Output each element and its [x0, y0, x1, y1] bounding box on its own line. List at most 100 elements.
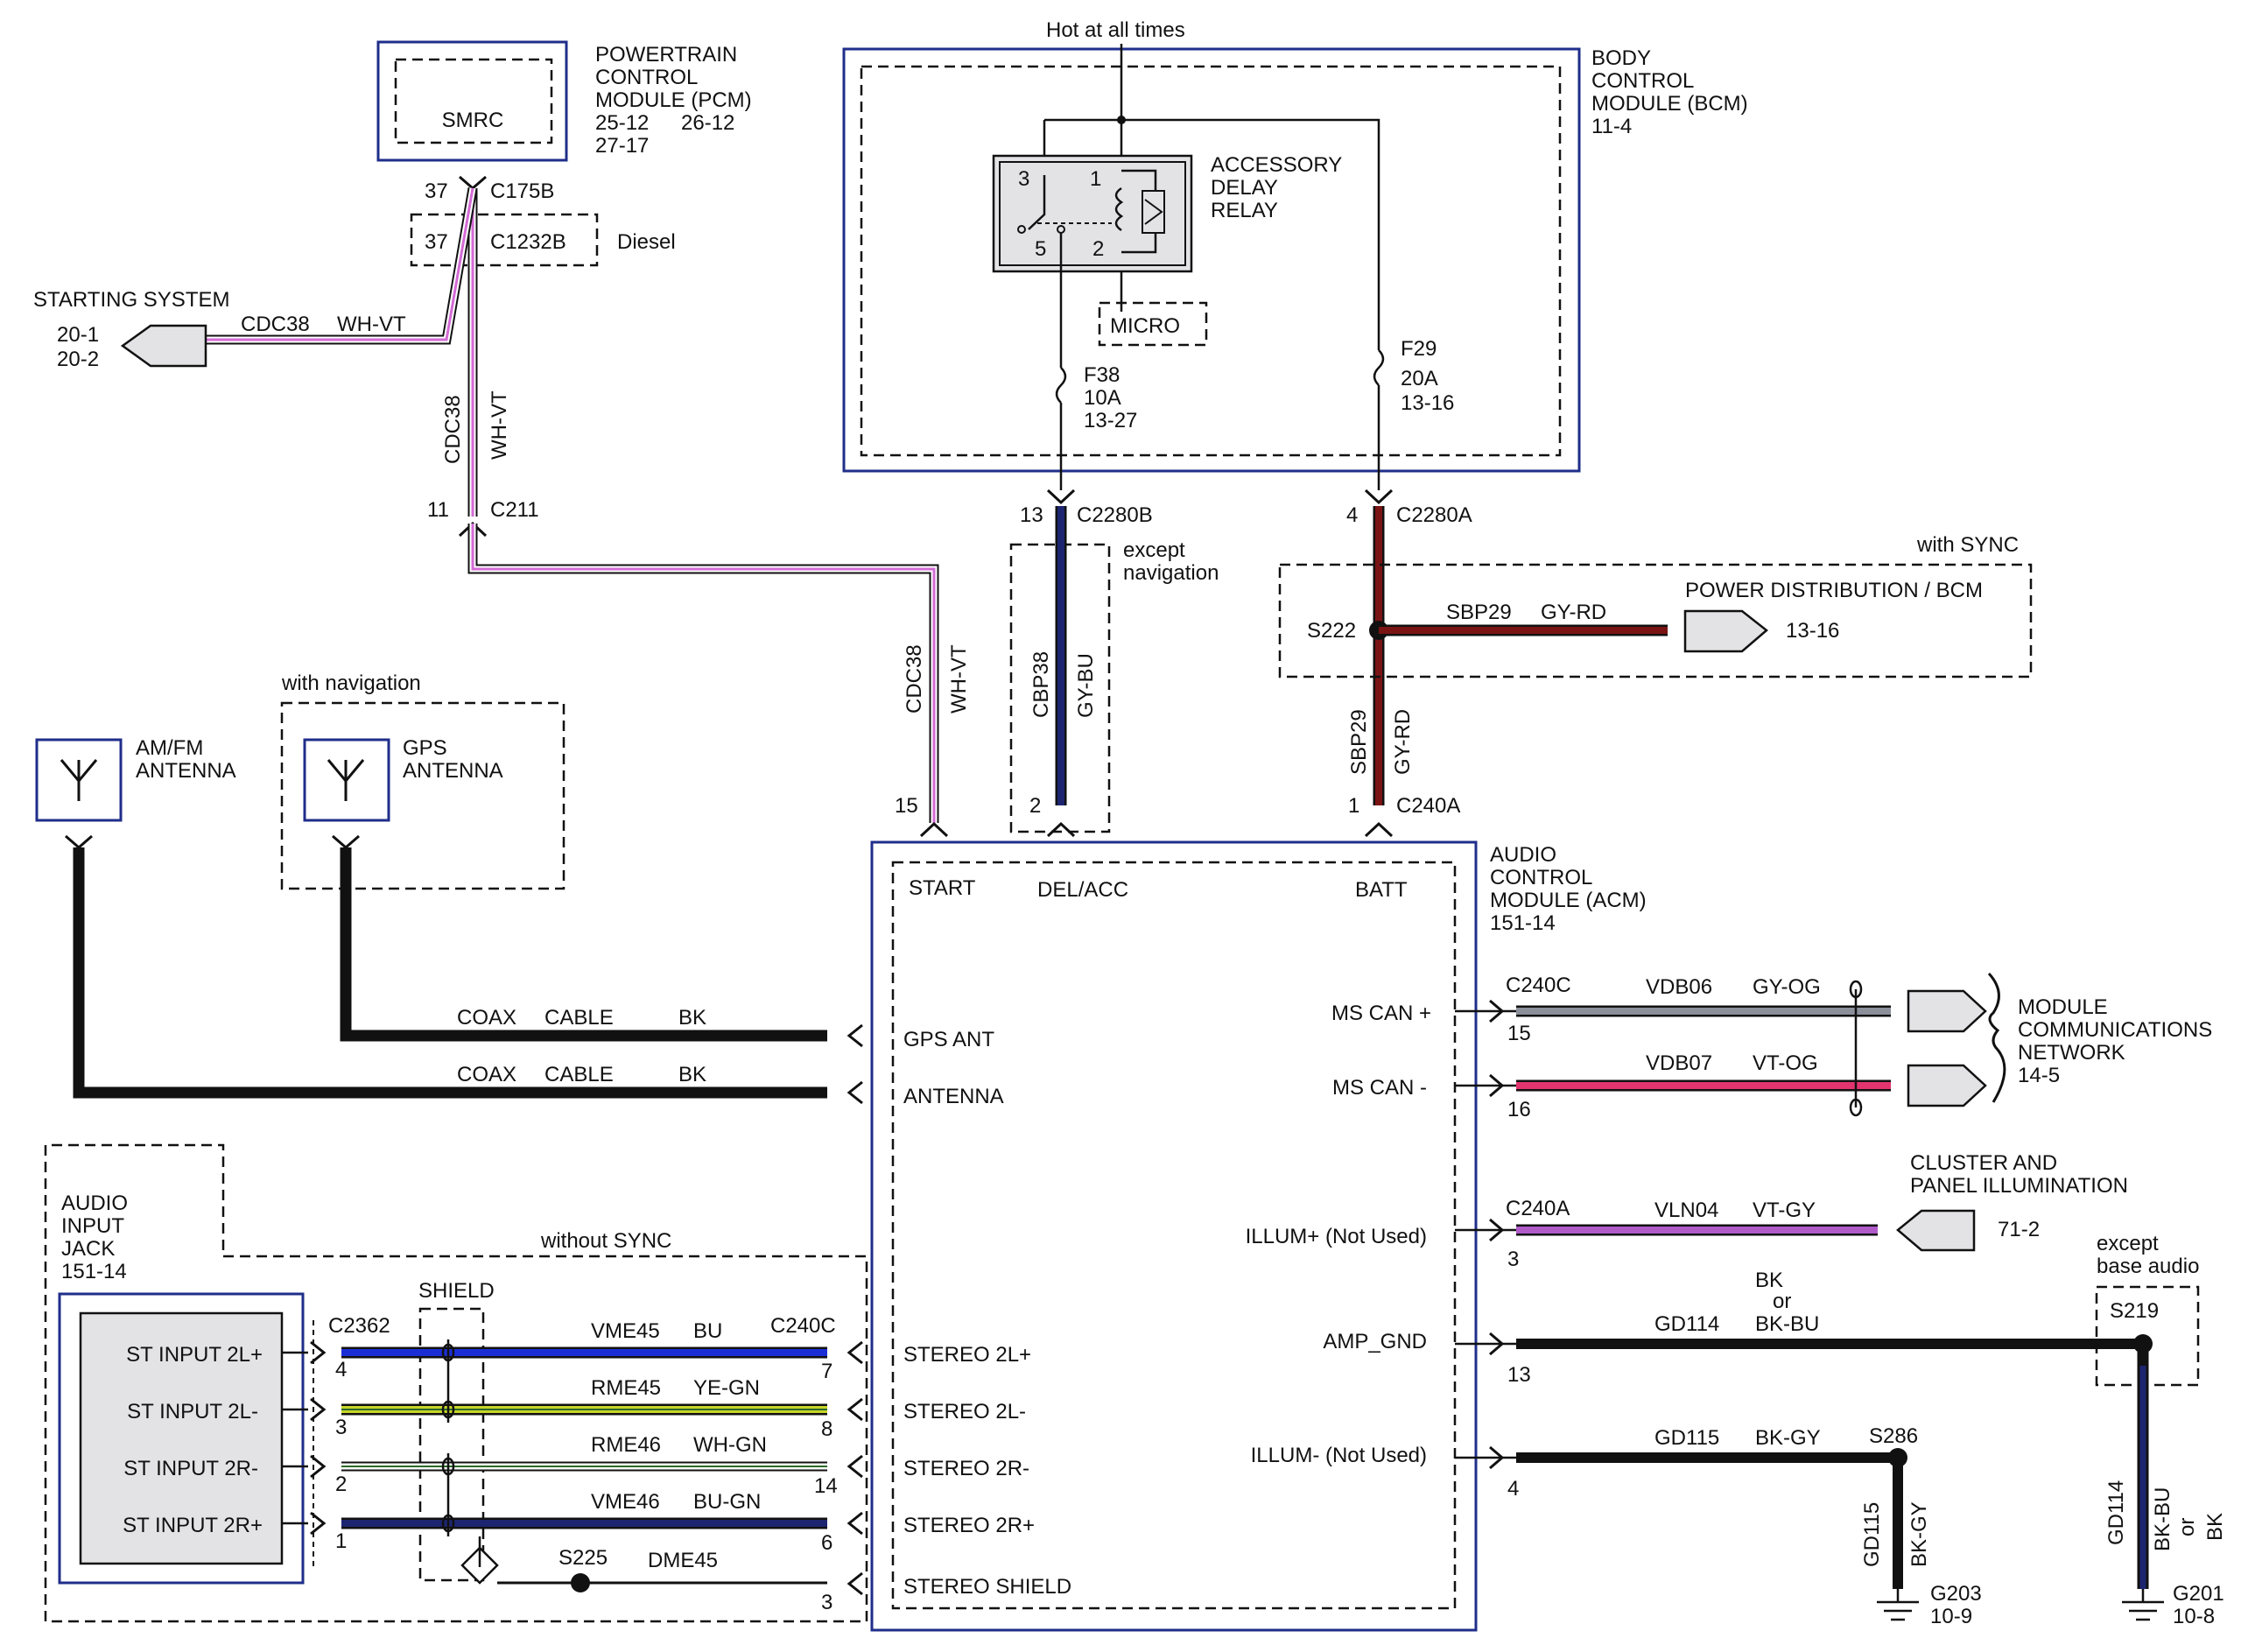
c2280a-conn: C2280A: [1396, 503, 1472, 527]
jack-circuit-1: VME45: [591, 1319, 660, 1343]
illumminus-wire: 4 GD115 BK-GY S286 GD115 BK-GY G203 10-9: [1455, 1424, 1982, 1628]
coax1-b: CABLE: [544, 1006, 614, 1030]
bcm-micro: MICRO: [1110, 314, 1180, 338]
relay-pin-3: 3: [1018, 167, 1029, 191]
fuse-f38-ref: 13-27: [1084, 409, 1137, 432]
pd-ref: 13-16: [1786, 619, 1839, 643]
fuse-f29-ref: 13-16: [1401, 391, 1454, 415]
bcm-label-2: CONTROL: [1591, 69, 1694, 93]
acm-label-1: AUDIO: [1490, 843, 1556, 867]
pcm-label-2: CONTROL: [595, 66, 698, 89]
wire-cdc38-start: CDC38 WH-VT 15: [467, 524, 971, 838]
mscan-circuit-1: VDB06: [1646, 975, 1712, 999]
mscan-connector-icon-1: [1907, 989, 1987, 1033]
illumminus-color: BK-GY: [1755, 1426, 1821, 1450]
acm-pin-shield: STEREO SHIELD: [903, 1575, 1071, 1599]
sync-color: GY-RD: [1541, 601, 1606, 624]
acm-pin-stereo2rm: STEREO 2R-: [903, 1457, 1029, 1480]
starting-circuit: CDC38: [241, 313, 310, 336]
illum-ref: 71-2: [1998, 1218, 2040, 1241]
jack-color-4: BU-GN: [693, 1490, 761, 1514]
pcm-pin-37a: 37: [425, 179, 448, 203]
jack-input-2rp: ST INPUT 2R+: [123, 1514, 263, 1537]
jack-input-2rm: ST INPUT 2R-: [123, 1457, 258, 1480]
gd114-vcolor-3: BK: [2203, 1513, 2227, 1541]
ampgnd-wire: 13 GD114 BK or BK-BU except base audio S…: [1455, 1232, 2227, 1628]
ampgnd-circuit: GD114: [1654, 1312, 1719, 1336]
without-sync-label: without SYNC: [540, 1229, 671, 1253]
pcm-ref-2: 26-12: [681, 111, 734, 135]
relay-pin-2: 2: [1092, 237, 1104, 261]
acm-pin-mscanm: MS CAN -: [1332, 1076, 1427, 1100]
acm-pin-illumm: ILLUM- (Not Used): [1251, 1444, 1427, 1467]
mscan-pin-15: 15: [1507, 1022, 1531, 1045]
amfm-label-1: AM/FM: [136, 736, 203, 760]
jack-rpin-14: 14: [814, 1474, 838, 1498]
mcn-label-2: COMMUNICATIONS: [2018, 1018, 2212, 1042]
mscan-brace: [1987, 972, 2006, 1103]
ampgnd-note-1: except: [2097, 1232, 2159, 1255]
fuse-f38-amp: 10A: [1084, 386, 1121, 410]
c2280a-pin: 4: [1346, 503, 1358, 527]
g203-ref: 10-9: [1930, 1605, 1972, 1628]
gd114-vcolor-2: or: [2175, 1518, 2199, 1536]
jack-lpin-1: 1: [335, 1529, 347, 1553]
illum-dest-1: CLUSTER AND: [1910, 1151, 2057, 1175]
fuse-f29-name: F29: [1401, 337, 1437, 361]
starting-connector-icon: [120, 324, 207, 368]
amfm-antenna: AM/FM ANTENNA: [35, 736, 827, 1099]
gps-label-1: GPS: [403, 736, 447, 760]
cbp38-circuit: CBP38: [1029, 651, 1053, 718]
bcm-label-1: BODY: [1591, 46, 1651, 70]
g201-label: G201: [2173, 1582, 2224, 1606]
splice-s225: [571, 1573, 590, 1592]
fuse-f29-amp: 20A: [1401, 367, 1438, 390]
acm-pin-gpsant: GPS ANT: [903, 1028, 994, 1051]
pcm-conn-c1232b: C1232B: [490, 230, 566, 254]
illumminus-circuit: GD115: [1654, 1426, 1719, 1450]
jack-rpin-7: 7: [821, 1360, 832, 1383]
illum-dest-2: PANEL ILLUMINATION: [1910, 1174, 2128, 1198]
acm-pin-stereo2lm: STEREO 2L-: [903, 1400, 1026, 1424]
c2280b-pin: 13: [1020, 503, 1043, 527]
coax2-b: CABLE: [544, 1063, 614, 1086]
ampgnd-color-3: BK-BU: [1755, 1312, 1819, 1336]
acm-label-2: CONTROL: [1490, 866, 1592, 889]
c2280b-note-1: except: [1123, 538, 1185, 562]
start-color: WH-VT: [947, 644, 971, 714]
acm-pin-batt: BATT: [1355, 878, 1408, 902]
acm-pin-mscanp: MS CAN +: [1331, 1002, 1431, 1025]
jack-conn-right: C240C: [770, 1314, 836, 1338]
bcm-label-4: 11-4: [1591, 115, 1632, 138]
fuse-f38-name: F38: [1084, 363, 1120, 387]
c211-connector: 11 C211: [427, 498, 539, 538]
audio-input-jack: without SYNC AUDIO INPUT JACK 151-14 ST …: [44, 1143, 868, 1623]
illumminus-pin: 4: [1507, 1477, 1519, 1501]
c211-conn: C211: [490, 498, 539, 522]
acm-label-4: 151-14: [1490, 911, 1556, 935]
acm-label-3: MODULE (ACM): [1490, 889, 1647, 912]
pcm-inner-label: SMRC: [442, 109, 504, 132]
drain-pin: 3: [821, 1591, 832, 1614]
pcm-ref-1: 25-12: [595, 111, 649, 135]
illum-wire: C240A 3 VLN04 VT-GY CLUSTER AND PANEL IL…: [1455, 1151, 2128, 1271]
jack-color-1: BU: [693, 1319, 722, 1343]
gps-antenna: with navigation GPS ANTENNA: [280, 671, 827, 1042]
cbp38-color: GY-BU: [1074, 653, 1098, 718]
mscan-connector-icon-2: [1907, 1064, 1987, 1107]
illum-pin: 3: [1507, 1248, 1519, 1271]
s222-label: S222: [1307, 619, 1356, 643]
jack-lpin-3: 3: [335, 1416, 347, 1439]
ground-g203-icon: [1877, 1589, 1919, 1621]
wire-cdc38-pcm: CDC38 WH-VT CDC38 WH-VT: [206, 187, 511, 517]
gd114-vcolor-1: BK-BU: [2151, 1487, 2174, 1551]
pcm-connectors: 37 C175B 37 C1232B Diesel: [410, 175, 676, 267]
illum-circuit: VLN04: [1654, 1199, 1718, 1222]
jack-circuit-2: RME45: [591, 1376, 661, 1400]
mscan-color-2: VT-OG: [1753, 1051, 1818, 1075]
c211-pin: 11: [427, 498, 449, 522]
start-pin: 15: [895, 794, 918, 818]
pcm-label-1: POWERTRAIN: [595, 43, 737, 67]
starting-ref-2: 20-2: [57, 348, 99, 371]
jack-label-1: AUDIO: [61, 1192, 128, 1215]
